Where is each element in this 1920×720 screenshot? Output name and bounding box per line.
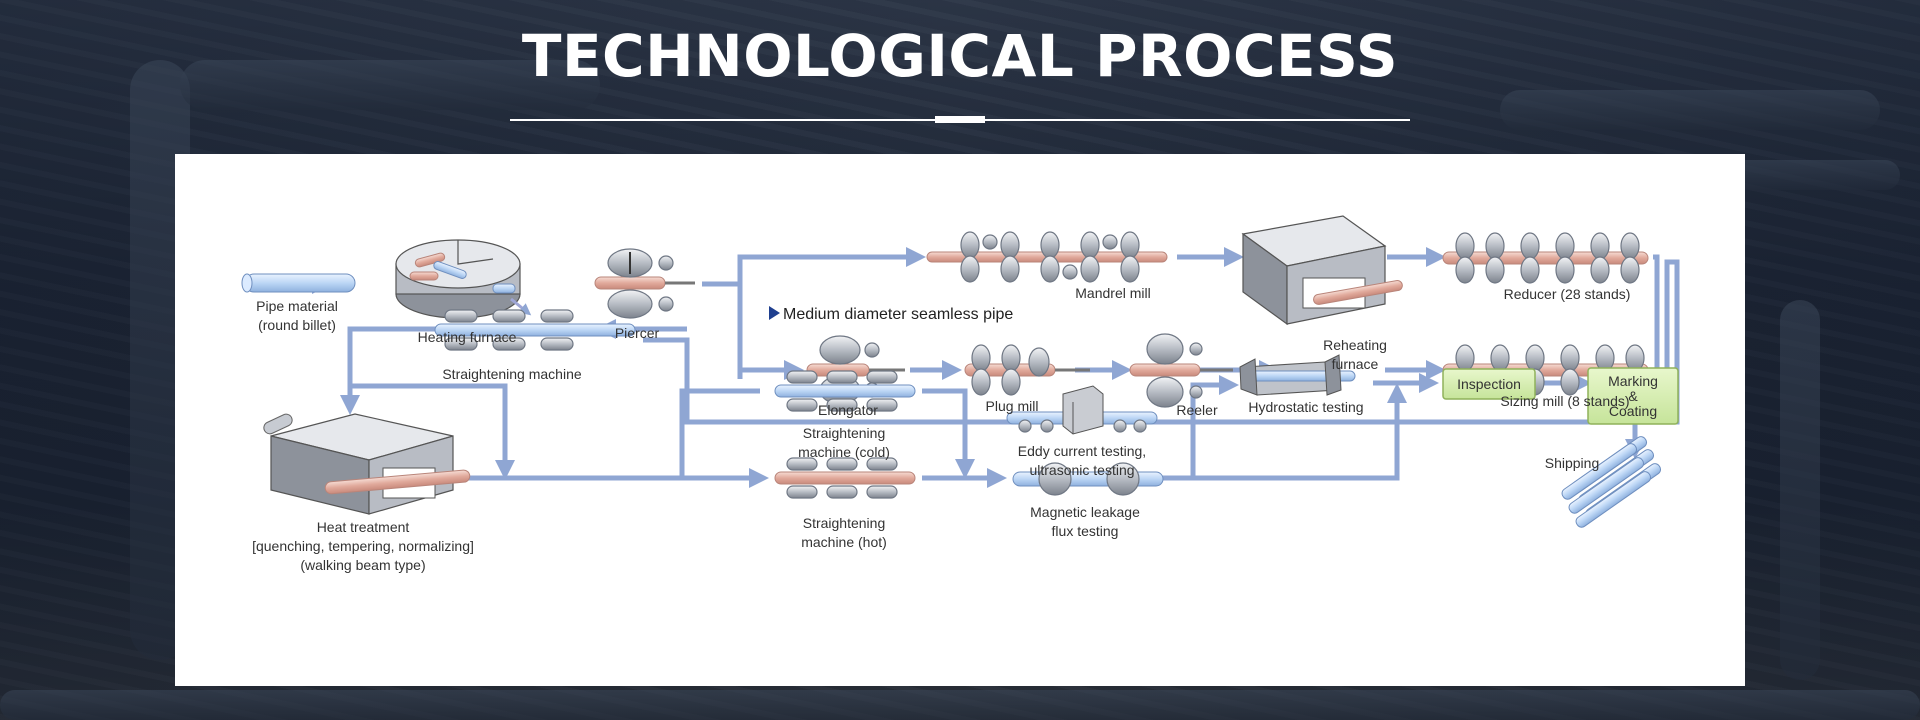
reeler-machine — [1129, 333, 1233, 408]
straightening-machine-hot — [774, 457, 916, 499]
label-straightening-hot: Straightening — [803, 515, 886, 531]
label-heat-treatment-2: [quenching, tempering, normalizing] — [252, 538, 474, 554]
label-eddy-current-2: ultrasonic testing — [1029, 462, 1134, 478]
straightening-machine — [434, 309, 636, 351]
title-divider-accent — [935, 116, 985, 123]
label-magnetic-leakage-2: flux testing — [1052, 523, 1119, 539]
label-marking-amp: & — [1628, 388, 1638, 404]
label-piercer: Piercer — [615, 325, 660, 341]
label-straightening-machine: Straightening machine — [442, 366, 582, 382]
piercer-machine — [594, 248, 695, 319]
hydrostatic-testing-machine — [1239, 354, 1356, 396]
diagram-labels: Medium diameter seamless pipe Pipe mater… — [252, 285, 1658, 573]
label-pipe-material: Pipe material — [256, 298, 338, 314]
label-plug-mill: Plug mill — [986, 398, 1039, 414]
magnetic-leakage-machine — [1012, 462, 1164, 496]
label-heating-furnace: Heating furnace — [418, 329, 517, 345]
reducer-machine — [1442, 232, 1649, 284]
marking-coating-box — [1587, 367, 1679, 425]
label-shipping: Shipping — [1545, 455, 1600, 471]
plug-mill-machine — [964, 344, 1090, 396]
label-reheating-furnace-2: furnace — [1332, 356, 1379, 372]
heat-treatment-furnace — [263, 413, 471, 515]
label-elongator: Elongator — [818, 402, 878, 418]
label-heat-treatment: Heat treatment — [317, 519, 410, 535]
label-heat-treatment-3: (walking beam type) — [300, 557, 425, 573]
label-sizing-mill: Sizing mill (8 stands) — [1500, 393, 1629, 409]
label-straightening-hot-2: machine (hot) — [801, 534, 887, 550]
eddy-current-machine — [1006, 385, 1158, 435]
label-straightening-cold-2: machine (cold) — [798, 444, 890, 460]
label-coating: Coating — [1609, 403, 1657, 419]
pipe-material-billet — [241, 273, 356, 293]
label-marking: Marking — [1608, 373, 1658, 389]
mandrel-mill-machine — [926, 231, 1168, 283]
label-reducer: Reducer (28 stands) — [1504, 286, 1631, 302]
process-flow-diagram: Medium diameter seamless pipe Pipe mater… — [241, 215, 1680, 573]
label-reheating-furnace: Reheating — [1323, 337, 1387, 353]
label-eddy-current: Eddy current testing, — [1018, 443, 1146, 459]
process-diagram-panel: Medium diameter seamless pipe Pipe mater… — [175, 154, 1745, 686]
label-hydrostatic: Hydrostatic testing — [1248, 399, 1363, 415]
label-mandrel-mill: Mandrel mill — [1075, 285, 1150, 301]
label-inspection: Inspection — [1457, 376, 1521, 392]
heating-furnace-machine — [395, 239, 532, 319]
label-magnetic-leakage: Magnetic leakage — [1030, 504, 1140, 520]
reheating-furnace-machine — [1241, 215, 1403, 326]
shipping-bundle — [1561, 436, 1662, 528]
straightening-machine-cold — [774, 370, 916, 412]
medium-diameter-marker-icon — [769, 306, 780, 320]
sub-heading: Medium diameter seamless pipe — [783, 306, 1013, 323]
label-straightening-cold: Straightening — [803, 425, 886, 441]
inspection-box — [1442, 368, 1536, 400]
straightening-machine-upper — [430, 393, 431, 394]
label-reeler: Reeler — [1176, 402, 1218, 418]
page-title: TECHNOLOGICAL PROCESS — [521, 22, 1399, 90]
label-pipe-material-2: (round billet) — [258, 317, 336, 333]
